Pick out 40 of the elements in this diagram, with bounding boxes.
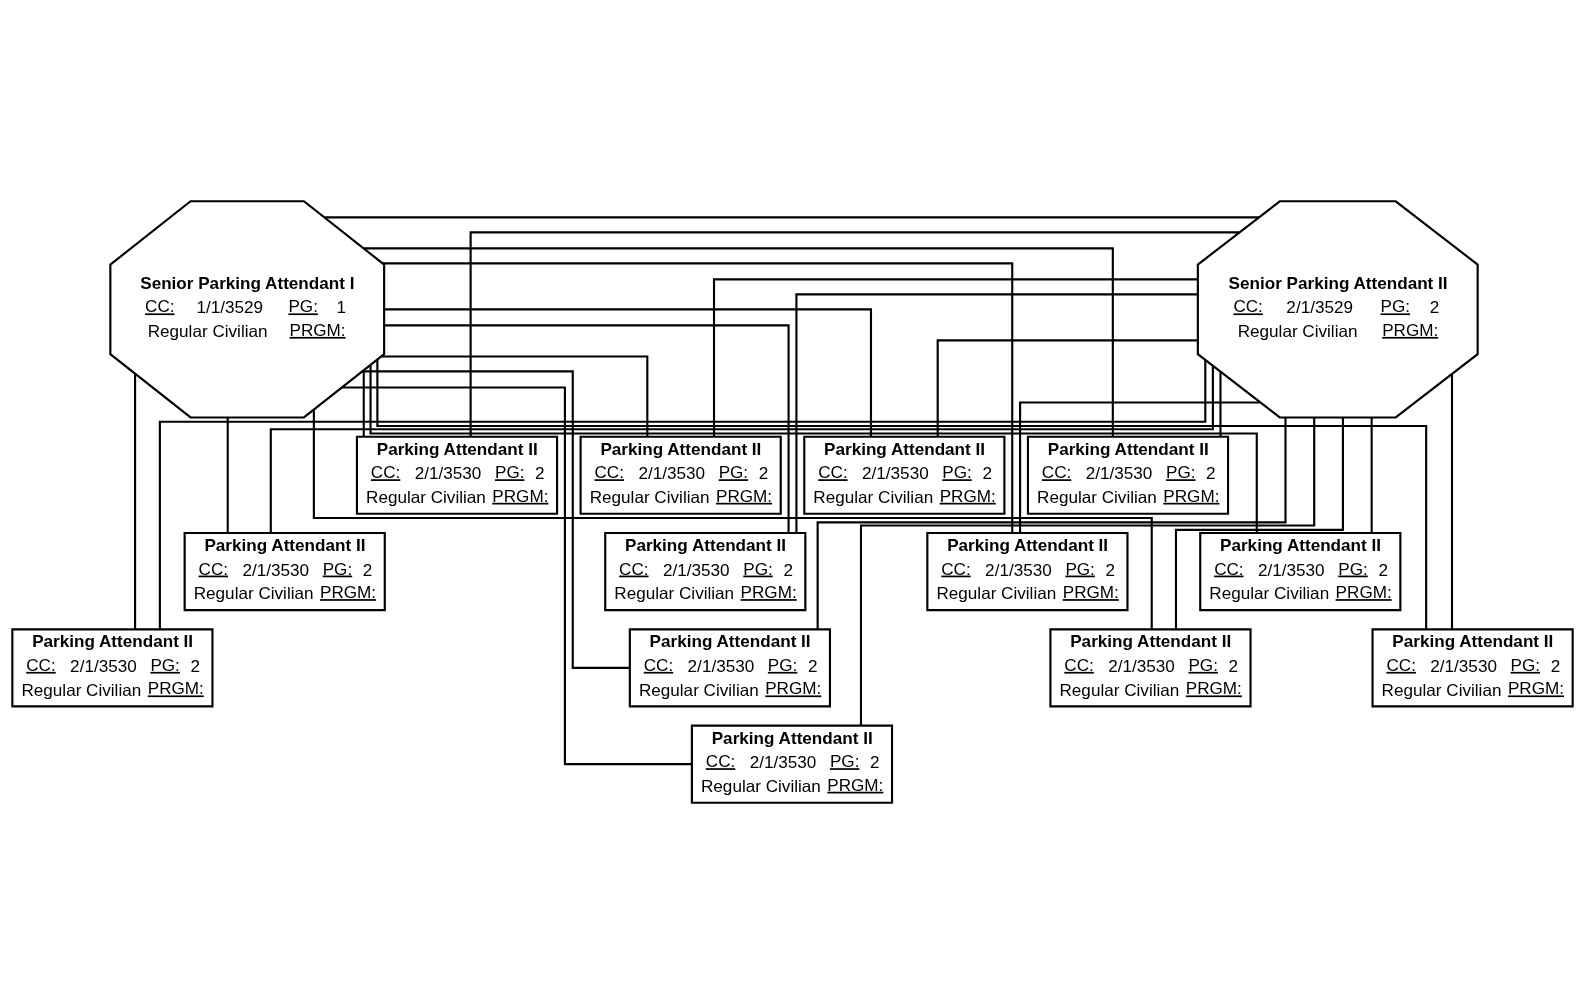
connector (364, 246, 1114, 436)
connector (936, 338, 1198, 437)
node-box: Parking Attendant II CC: 2/1/3530 PG: 2 Regular Civilian PRGM: (803, 435, 1006, 515)
connector (362, 370, 365, 436)
connector (1019, 400, 1261, 533)
node-box: Parking Attendant II CC: 2/1/3530 PG: 2 Regular Civilian PRGM: (1199, 531, 1402, 611)
node-box: Parking Attendant II CC: 2/1/3530 PG: 2 Regular Civilian PRGM: (355, 435, 559, 515)
connector (816, 417, 1287, 629)
connector (226, 417, 229, 533)
connector (859, 416, 1316, 725)
connector (376, 359, 1428, 629)
node-box: Parking Attendant II CC: 2/1/3530 PG: 2 Regular Civilian PRGM: (926, 531, 1129, 611)
connector (312, 409, 1153, 629)
connector (1219, 371, 1222, 436)
connector (1450, 373, 1454, 629)
connector (384, 307, 873, 436)
node-box: Parking Attendant II CC: 2/1/3530 PG: 2 Regular Civilian PRGM: (579, 435, 782, 515)
connector (1370, 417, 1373, 533)
node-box: Parking Attendant II CC: 2/1/3530 PG: 2 Regular Civilian PRGM: (183, 531, 386, 611)
node-box: Parking Attendant II CC: 2/1/3530 PG: 2 Regular Civilian PRGM: (690, 724, 894, 804)
connector (158, 359, 1207, 629)
node-box: Parking Attendant II CC: 2/1/3530 PG: 2 Regular Civilian PRGM: (1026, 435, 1230, 515)
node-box: Parking Attendant II CC: 2/1/3530 PG: 2 Regular Civilian PRGM: (1049, 627, 1252, 707)
connector (381, 354, 649, 437)
connector (269, 365, 1214, 533)
connector (469, 230, 1240, 436)
connector (342, 385, 692, 765)
connector (369, 364, 1258, 533)
connector (382, 261, 1014, 533)
node-box: Parking Attendant II CC: 2/1/3530 PG: 2 Regular Civilian PRGM: (604, 531, 807, 611)
connector (362, 369, 630, 669)
connector (384, 323, 790, 533)
connector (712, 277, 1198, 437)
node-box: Parking Attendant II CC: 2/1/3530 PG: 2 Regular Civilian PRGM: (11, 627, 214, 707)
node-box: Parking Attendant II CC: 2/1/3530 PG: 2 Regular Civilian PRGM: (628, 627, 832, 707)
connector (324, 215, 1259, 218)
connector (1174, 417, 1344, 629)
connector (795, 292, 1198, 533)
node-box: Parking Attendant II CC: 2/1/3530 PG: 2 Regular Civilian PRGM: (1371, 627, 1574, 707)
connector (134, 373, 137, 629)
